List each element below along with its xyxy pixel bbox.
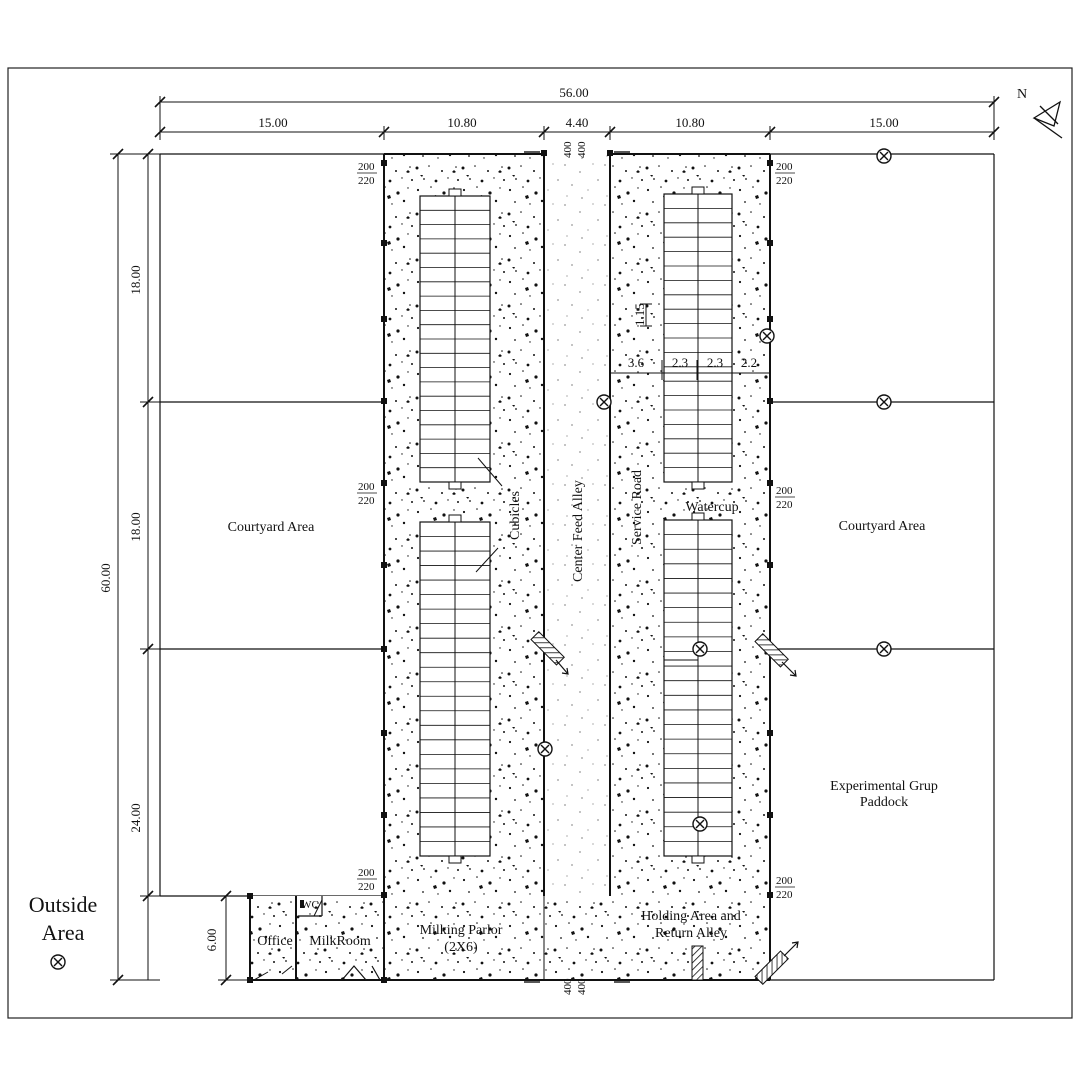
- door-tag-5: 200 220: [775, 485, 795, 511]
- milkroom-label: MilkRoom: [309, 934, 371, 949]
- watercup-icon: [876, 148, 892, 164]
- dim-width-4: 10.80: [675, 115, 704, 130]
- svg-text:220: 220: [358, 881, 375, 893]
- door-tag-6: 200 220: [775, 875, 795, 901]
- svg-text:220: 220: [358, 175, 375, 187]
- watercup-icon: [692, 816, 708, 832]
- svg-text:220: 220: [358, 495, 375, 507]
- svg-text:200: 200: [776, 485, 793, 497]
- dim-total-height: 60.00: [98, 563, 113, 592]
- milking-parlor-label-line1: Milking Parlor: [420, 923, 503, 938]
- watercup-icon: [759, 328, 775, 344]
- gate-label-bottom-left: 400: [562, 978, 574, 995]
- door-tag-2: 200 220: [357, 481, 377, 507]
- milking-parlor-label-line2: (2X6): [444, 940, 478, 955]
- office-label: Office: [257, 934, 293, 949]
- bottom-strip-floor: [384, 896, 770, 980]
- cubicle-dim-1: 3.6: [628, 355, 645, 370]
- dim-total-width: 56.00: [559, 85, 588, 100]
- cubicle-dim-3: 2.3: [707, 355, 723, 370]
- dim-office-height: 6.00: [204, 929, 219, 952]
- door-tag-4: 200 220: [775, 161, 795, 187]
- cubicles-label: Cubicles: [508, 491, 523, 540]
- dim-width-2: 10.80: [447, 115, 476, 130]
- gate-label-top-right: 400: [576, 141, 588, 158]
- paddock-label-line2: Paddock: [860, 795, 908, 810]
- watercup-icon: [50, 954, 66, 970]
- svg-text:200: 200: [358, 867, 375, 879]
- svg-text:200: 200: [776, 161, 793, 173]
- dim-width-5: 15.00: [869, 115, 898, 130]
- dim-height-3: 24.00: [128, 803, 143, 832]
- dim-height-2: 18.00: [128, 512, 143, 541]
- gate-label-top-left: 400: [562, 141, 574, 158]
- office-posts: [247, 893, 387, 983]
- watercup-icon: [876, 394, 892, 410]
- gate-label-bottom-right: 400: [576, 978, 588, 995]
- paddock-label-line1: Experimental Grup: [830, 779, 938, 794]
- holding-area-label-line1: Holding Area and: [641, 909, 741, 924]
- outside-area-label-line2: Area: [42, 920, 85, 945]
- door-tag-1: 200 220: [357, 161, 377, 187]
- wc-label: WC: [301, 899, 319, 911]
- holding-area-label-line2: Return Alley: [655, 926, 727, 941]
- cubicle-block: [663, 512, 733, 864]
- svg-text:200: 200: [358, 481, 375, 493]
- cubicle-block: [663, 186, 733, 490]
- cubicle-block: [419, 514, 491, 864]
- cubicle-blocks: [419, 186, 733, 864]
- outside-area-label-line1: Outside: [29, 892, 97, 917]
- watercup-label: Watercup: [685, 500, 738, 515]
- watercup-icon: [596, 394, 612, 410]
- cubicle-leaders: [475, 457, 698, 661]
- watercup-icon: [692, 641, 708, 657]
- cubicle-length-dim: 1.15: [632, 303, 647, 326]
- svg-text:200: 200: [358, 161, 375, 173]
- left-dimensions: [110, 148, 250, 986]
- cubicle-dim-2: 2.3: [672, 355, 688, 370]
- svg-text:220: 220: [776, 889, 793, 901]
- holding-gate: [691, 945, 704, 981]
- watercup-icon: [876, 641, 892, 657]
- gate-markers: [524, 151, 630, 983]
- door-tag-3: 200 220: [357, 867, 377, 893]
- cubicle-dim-4: 2.2: [741, 355, 757, 370]
- courtyard-right-label: Courtyard Area: [839, 519, 926, 534]
- watercup-icons: [50, 148, 892, 970]
- north-label: N: [1017, 87, 1027, 102]
- drawing-frame: [7, 67, 1073, 1019]
- hatched-gate-2: [754, 633, 797, 677]
- cubicle-dimension-line: [610, 303, 770, 380]
- cubicle-block: [419, 188, 491, 490]
- courtyard-left-label: Courtyard Area: [228, 520, 315, 535]
- service-road-label: Service Road: [630, 470, 645, 545]
- dim-height-1: 18.00: [128, 265, 143, 294]
- svg-text:220: 220: [776, 499, 793, 511]
- north-arrow-icon: [1032, 100, 1063, 139]
- dim-width-1: 15.00: [258, 115, 287, 130]
- hatched-gate-1: [530, 631, 569, 675]
- center-feed-alley-label: Center Feed Alley: [571, 480, 586, 582]
- hatched-gate-3: [754, 941, 799, 985]
- dim-width-3: 4.40: [566, 115, 589, 130]
- watercup-icon: [537, 741, 553, 757]
- center-feed-alley-floor: [544, 154, 610, 896]
- top-dimensions: [154, 96, 1000, 140]
- svg-text:220: 220: [776, 175, 793, 187]
- office-partitions: [253, 896, 381, 981]
- svg-text:200: 200: [776, 875, 793, 887]
